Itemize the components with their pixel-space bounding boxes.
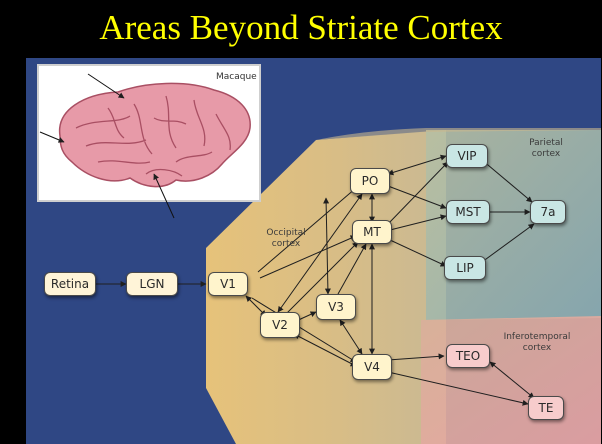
node-teo: TEO bbox=[446, 344, 490, 368]
node-mst: MST bbox=[446, 200, 490, 224]
parietal-region-label: Parietal cortex bbox=[524, 138, 568, 160]
slide-title: Areas Beyond Striate Cortex bbox=[0, 4, 602, 52]
node-te: TE bbox=[528, 396, 564, 420]
figure: Macaque Occipital cortex Parietal cortex… bbox=[26, 58, 601, 444]
inferotemporal-region-label: Inferotemporal cortex bbox=[488, 332, 586, 354]
node-v3: V3 bbox=[316, 294, 356, 320]
node-v2: V2 bbox=[260, 312, 300, 338]
node-retina: Retina bbox=[44, 272, 96, 296]
node-po: PO bbox=[350, 168, 390, 194]
diagram-canvas bbox=[26, 58, 601, 444]
occipital-region-label: Occipital cortex bbox=[258, 228, 314, 250]
node-v4: V4 bbox=[352, 354, 392, 380]
node-v1: V1 bbox=[208, 272, 248, 296]
node-vip: VIP bbox=[446, 144, 488, 168]
node-mt: MT bbox=[352, 220, 392, 244]
node-7a: 7a bbox=[530, 200, 566, 224]
node-lgn: LGN bbox=[126, 272, 178, 296]
node-lip: LIP bbox=[444, 256, 486, 280]
inset-label: Macaque bbox=[216, 72, 257, 82]
